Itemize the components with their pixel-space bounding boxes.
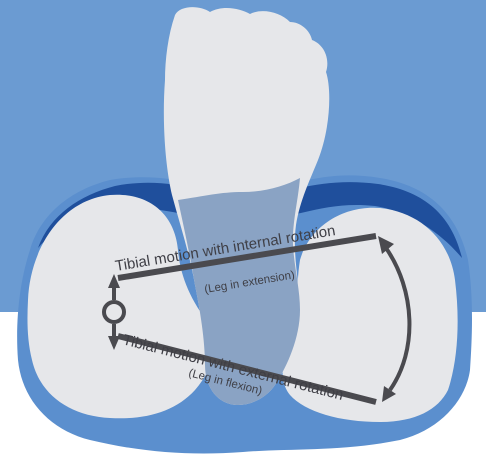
- pivot-circle: [104, 302, 124, 322]
